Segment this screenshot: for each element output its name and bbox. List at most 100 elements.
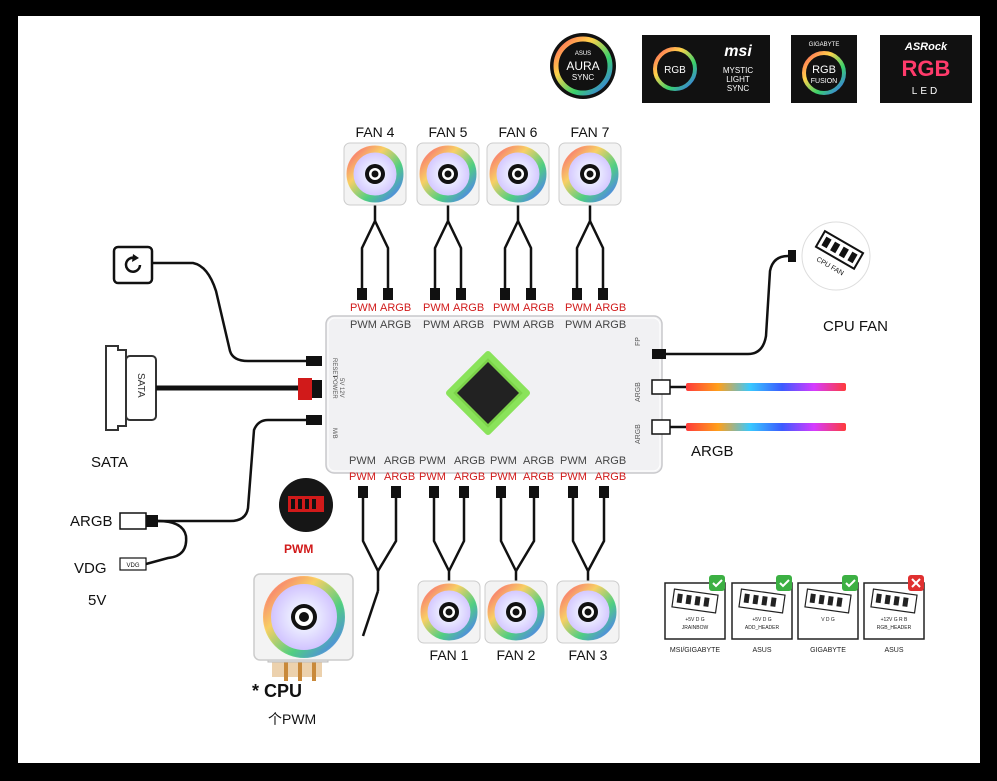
hub-argb-label-1: ARGB xyxy=(635,382,642,402)
top-argb-label-7: ARGB xyxy=(595,302,627,314)
logo-msi-mystic: RGB msi MYSTIC LIGHT SYNC xyxy=(642,35,770,103)
vdg-label: VDG xyxy=(74,560,107,577)
top-pwm-label-6: PWM xyxy=(493,302,520,314)
bottom-fan-wires xyxy=(361,494,606,637)
cpu-fan-cable xyxy=(652,250,796,359)
compat-pins-1: +5V D G xyxy=(752,617,771,623)
top-argb-label-4: ARGB xyxy=(380,302,412,314)
aura-logo-text: AURA xyxy=(566,59,599,73)
fan-fan7-label: FAN 7 xyxy=(570,124,610,140)
fan-fan6 xyxy=(486,142,550,206)
compat-item-1: +5V D G ADD_HEADER ASUS xyxy=(731,575,793,654)
bot-argb-label-0: ARGB xyxy=(384,471,416,483)
hub-mb-label: M/B xyxy=(331,428,337,439)
argb-right-label: ARGB xyxy=(691,443,734,460)
compat-tag-3: RGB_HEADER xyxy=(877,625,912,631)
sata-label: SATA xyxy=(91,454,128,471)
hub-bot-pwm-2: PWM xyxy=(490,455,517,467)
hub-controller: RESET 5V 12V POWER M/B FP ARGB ARGB xyxy=(325,315,663,474)
fan-fan2 xyxy=(484,580,548,644)
hub-top-pwm-5: PWM xyxy=(423,319,450,331)
gigabyte-brand-text: GIGABYTE xyxy=(809,42,840,48)
gigabyte-rgb-text: RGB xyxy=(812,64,836,76)
compat-name-0: MSI/GIGABYTE xyxy=(670,647,721,654)
logo-asus-aura: ASUS AURA SYNC xyxy=(550,33,616,99)
compat-name-1: ASUS xyxy=(752,647,771,654)
fan-fan7 xyxy=(558,142,622,206)
fan-fan3 xyxy=(556,580,620,644)
fan-fan5-label: FAN 5 xyxy=(428,124,468,140)
bot-argb-label-3: ARGB xyxy=(595,471,627,483)
check-icon xyxy=(842,575,858,591)
argb-strips xyxy=(651,379,846,435)
hub-power-label: POWER xyxy=(331,376,337,399)
hub-reset-label: RESET xyxy=(331,358,337,378)
cpu-pwm-note: 个PWM xyxy=(268,711,317,727)
logo-gigabyte-fusion: GIGABYTE RGB FUSION xyxy=(791,35,857,103)
hub-power-volt-label: 5V 12V xyxy=(338,378,344,398)
fan-fan4-label: FAN 4 xyxy=(355,124,395,140)
fan-fan5 xyxy=(416,142,480,206)
vdg-plug-text: VDG xyxy=(126,563,139,569)
bot-pwm-label-0: PWM xyxy=(349,471,376,483)
hub-bot-argb-1: ARGB xyxy=(454,455,486,467)
check-icon xyxy=(709,575,725,591)
asrock-rgb-text: RGB xyxy=(902,56,951,81)
argb-vdg-cable: VDG xyxy=(119,415,322,571)
cross-icon xyxy=(908,575,924,591)
compat-name-2: GIGABYTE xyxy=(810,647,846,654)
fusion-text: FUSION xyxy=(811,78,837,85)
compat-tag-1: ADD_HEADER xyxy=(745,625,780,631)
hub-top-pwm-4: PWM xyxy=(350,319,377,331)
bot-pwm-label-2: PWM xyxy=(490,471,517,483)
compat-name-3: ASUS xyxy=(884,647,903,654)
pwm-chip-label: PWM xyxy=(284,542,314,556)
hub-top-argb-4: ARGB xyxy=(380,319,412,331)
hub-bot-pwm-3: PWM xyxy=(560,455,587,467)
hub-bot-pwm-1: PWM xyxy=(419,455,446,467)
hub-top-argb-5: ARGB xyxy=(453,319,485,331)
fan-fan2-label: FAN 2 xyxy=(496,647,536,663)
bot-argb-label-2: ARGB xyxy=(523,471,555,483)
diagram-svg: ASUS AURA SYNC RGB msi MYSTIC LIGHT SYNC… xyxy=(105,33,972,681)
hub-fp-label: FP xyxy=(635,337,642,346)
fan-fan1 xyxy=(417,580,481,644)
msi-rgb-text: RGB xyxy=(664,65,686,76)
hub-top-pwm-7: PWM xyxy=(565,319,592,331)
top-pwm-label-5: PWM xyxy=(423,302,450,314)
logo-asrock-rgb: ASRock RGB LED xyxy=(880,35,972,103)
fan-fan1-label: FAN 1 xyxy=(429,647,469,663)
sata-connector: SATA xyxy=(105,345,322,431)
fan-fan3-label: FAN 3 xyxy=(568,647,608,663)
argb-left-label: ARGB xyxy=(70,513,113,530)
top-pwm-label-7: PWM xyxy=(565,302,592,314)
hub-bot-argb-0: ARGB xyxy=(384,455,416,467)
hub-top-argb-6: ARGB xyxy=(523,319,555,331)
bottom-plugs xyxy=(358,486,609,498)
cpu-title: * CPU xyxy=(252,681,303,701)
hub-argb-label-2: ARGB xyxy=(635,424,642,444)
hub-top-argb-7: ARGB xyxy=(595,319,627,331)
cpu-fan-label: CPU FAN xyxy=(823,318,889,335)
cpu-cooler xyxy=(253,573,354,681)
bot-pwm-label-3: PWM xyxy=(560,471,587,483)
top-argb-label-5: ARGB xyxy=(453,302,485,314)
bot-pwm-label-1: PWM xyxy=(419,471,446,483)
msi-sync-text: SYNC xyxy=(727,84,749,93)
reset-button-group xyxy=(112,245,322,366)
asus-logo-text: ASUS xyxy=(575,51,591,57)
mystic-text: MYSTIC xyxy=(723,66,753,75)
fan-fan4 xyxy=(343,142,407,206)
hub-bot-pwm-0: PWM xyxy=(349,455,376,467)
bot-argb-label-1: ARGB xyxy=(454,471,486,483)
top-plugs xyxy=(357,288,608,300)
sync-logo-text: SYNC xyxy=(572,73,594,82)
hub-bot-argb-2: ARGB xyxy=(523,455,555,467)
check-icon xyxy=(776,575,792,591)
fan-fan6-label: FAN 6 xyxy=(498,124,538,140)
